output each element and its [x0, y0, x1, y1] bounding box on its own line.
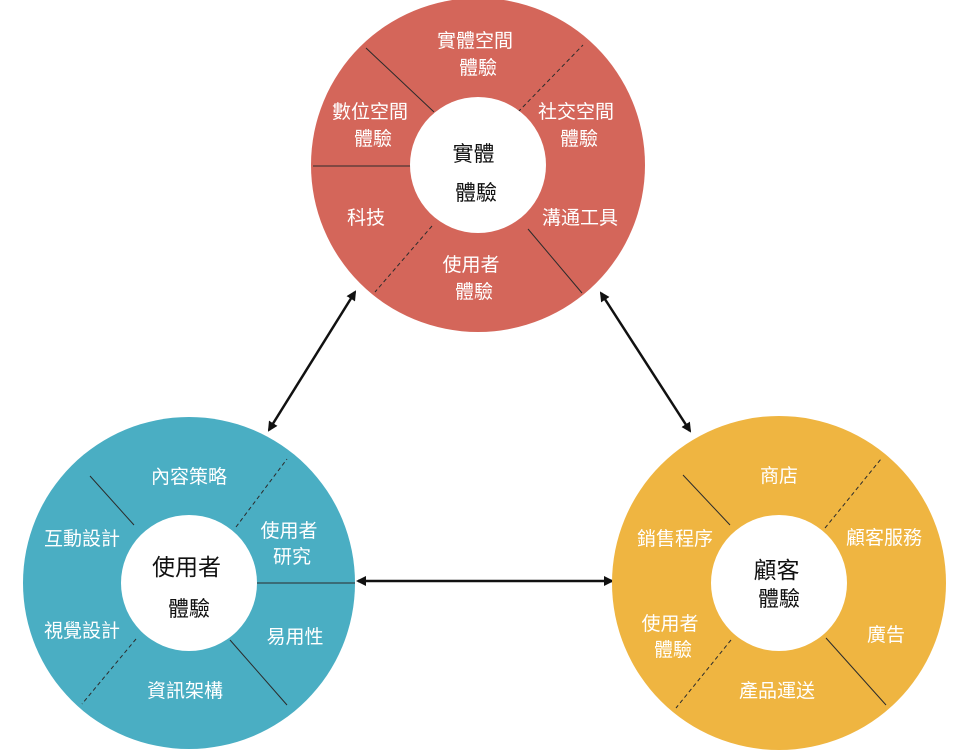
segment-technology: 科技 [347, 207, 385, 229]
physical-core-label: 實體 體驗 [452, 142, 499, 205]
user-experience-circle: 使用者 體驗 內容策略 使用者 研究 易用性 資訊架構 視覺設計 互動設計 [23, 417, 355, 749]
arrow-physical-customer [599, 291, 692, 433]
customer-core [711, 515, 847, 651]
segment-visual-design: 視覺設計 [44, 620, 120, 642]
segment-information-architecture: 資訊架構 [147, 680, 223, 702]
segment-user-experience: 使用者 體驗 [442, 254, 505, 303]
physical-core [410, 97, 546, 233]
segment-advertising: 廣告 [867, 624, 905, 646]
segment-content-strategy: 內容策略 [151, 466, 227, 488]
segment-digital-space: 數位空間 體驗 [332, 101, 414, 150]
segment-sales-process: 銷售程序 [637, 528, 713, 550]
segment-physical-space: 實體空間 體驗 [437, 30, 519, 79]
customer-experience-circle: 顧客 體驗 商店 顧客服務 廣告 產品運送 使用者 體驗 銷售程序 [612, 416, 946, 750]
user-core [121, 515, 257, 651]
segment-user-research: 使用者 研究 [260, 520, 323, 568]
segment-social-space: 社交空間 體驗 [538, 101, 620, 150]
segment-interaction-design: 互動設計 [44, 528, 120, 550]
segment-product-delivery: 產品運送 [739, 680, 815, 702]
segment-customer-user-experience: 使用者 體驗 [641, 613, 704, 661]
arrow-physical-user [267, 290, 357, 432]
user-core-label: 使用者 體驗 [152, 555, 226, 621]
segment-communication-tools: 溝通工具 [542, 207, 618, 229]
segment-usability: 易用性 [266, 626, 323, 648]
segment-customer-service: 顧客服務 [846, 527, 922, 549]
customer-core-label: 顧客 體驗 [753, 558, 804, 611]
segment-store: 商店 [760, 465, 798, 487]
physical-experience-circle: 實體 體驗 實體空間 體驗 社交空間 體驗 溝通工具 使用者 體驗 科技 數位空… [311, 0, 645, 332]
